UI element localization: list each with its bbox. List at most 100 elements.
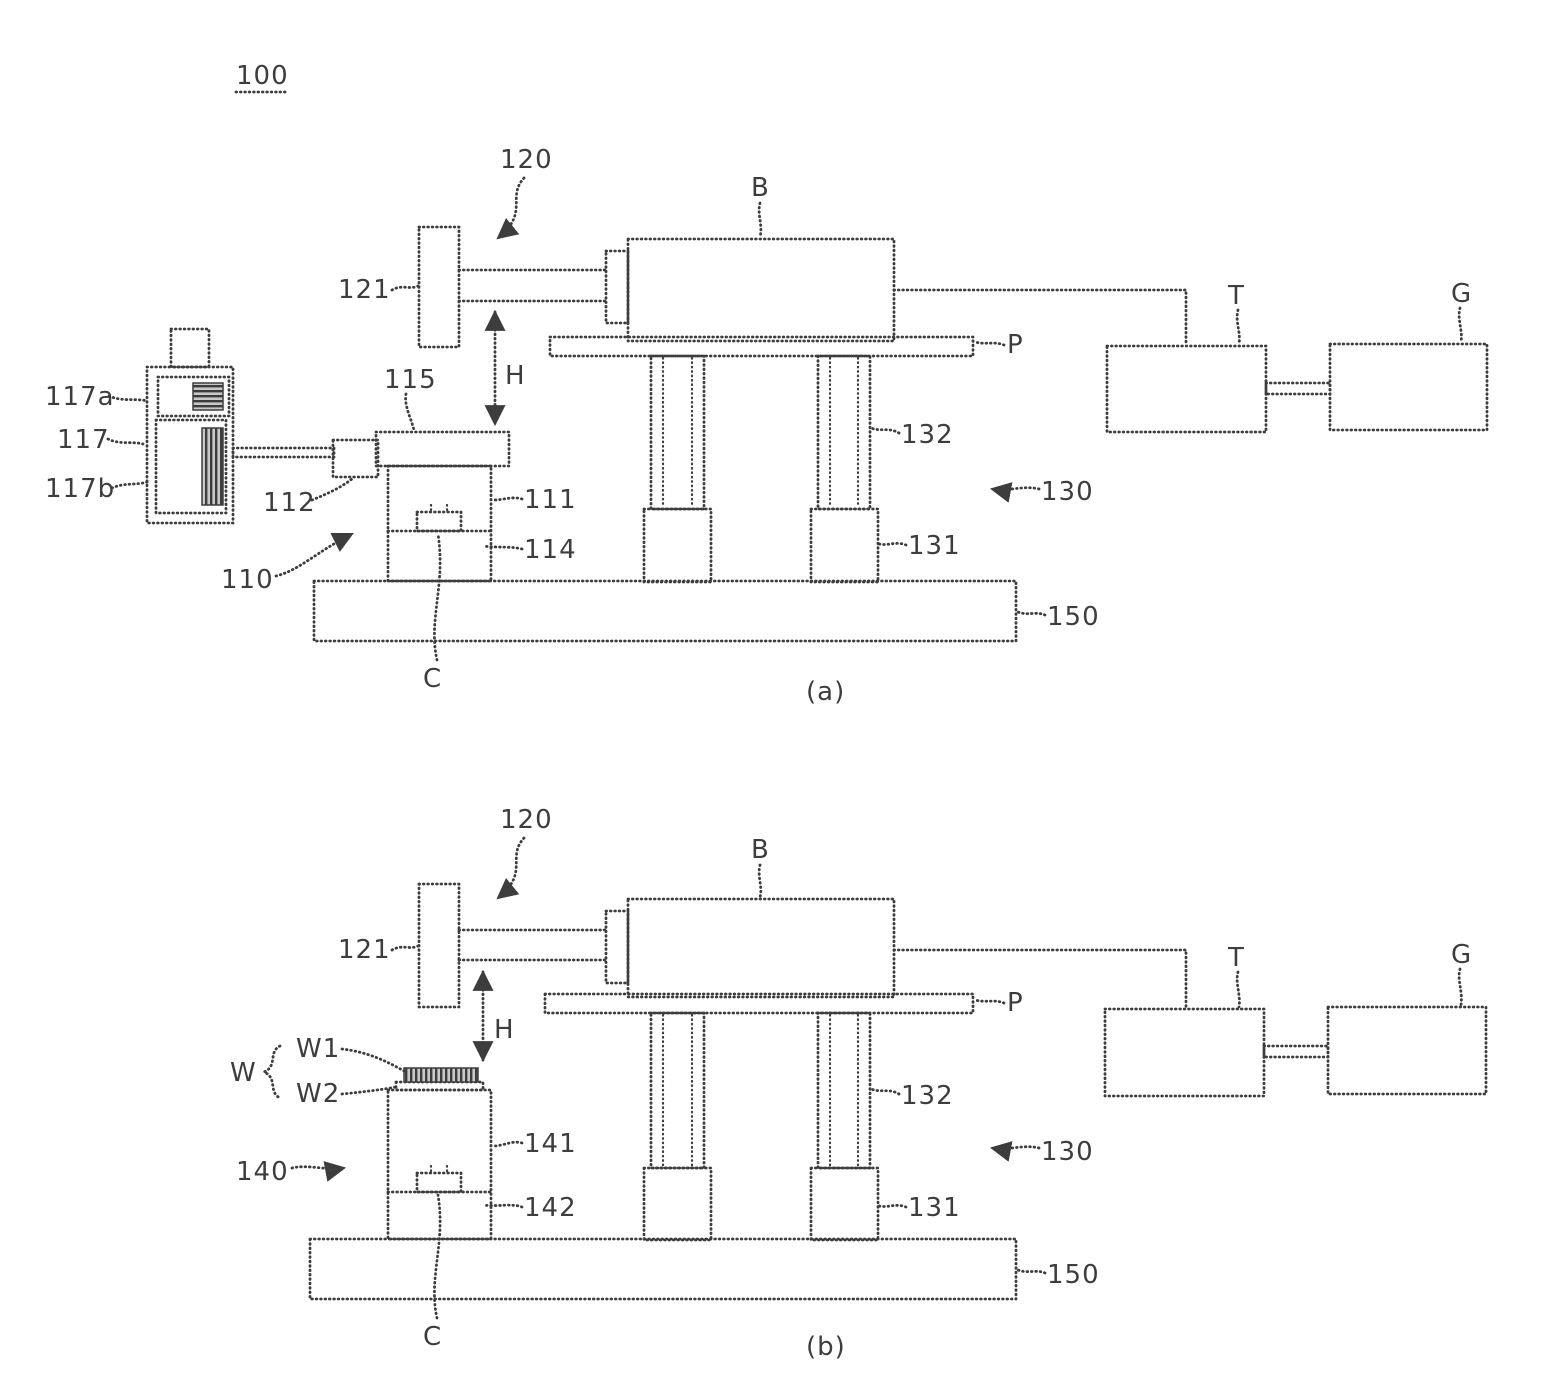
leader-T-b	[1235, 970, 1241, 1009]
base-150-a	[312, 579, 1018, 643]
label-121-a: 121	[338, 275, 391, 305]
leader-111	[491, 496, 524, 502]
label-114: 114	[524, 535, 577, 565]
wafer-layer-w1	[403, 1067, 479, 1083]
leader-121-b	[390, 944, 420, 952]
probe-rod-a	[231, 446, 336, 459]
label-117: 117	[57, 425, 110, 455]
leader-117a	[107, 394, 150, 403]
label-117a: 117a	[45, 382, 115, 412]
foot-left-131-a	[642, 507, 713, 584]
figure-title-100: 100	[236, 61, 289, 91]
label-B-b: B	[751, 835, 770, 865]
leader-W1	[340, 1047, 406, 1073]
label-G-a: G	[1451, 279, 1472, 309]
t-g-connector-b	[1262, 1044, 1330, 1059]
leader-112	[310, 477, 354, 502]
label-120-a: 120	[500, 145, 553, 175]
box-g-b	[1326, 1005, 1488, 1096]
leader-P-b	[973, 998, 1006, 1005]
t-g-connector-a	[1264, 381, 1332, 396]
label-150-b: 150	[1047, 1260, 1100, 1290]
chuck-142	[415, 1171, 463, 1194]
actuator-block-121-a	[417, 225, 461, 349]
leader-B-a	[757, 201, 763, 239]
label-P-a: P	[1007, 330, 1024, 360]
label-140: 140	[236, 1157, 289, 1187]
box-t-b	[1103, 1007, 1266, 1098]
foot-left-131-b	[642, 1166, 713, 1242]
arrow-110	[274, 532, 354, 578]
leader-115	[404, 392, 416, 432]
leader-121-a	[390, 284, 420, 292]
box-g-a	[1328, 342, 1489, 432]
head-connector-a	[604, 249, 630, 325]
device-117a-display	[156, 375, 231, 418]
leader-120-b	[496, 836, 526, 900]
device-117b-dark-element	[201, 427, 224, 506]
leader-132-b	[869, 1087, 901, 1096]
column-right-132-b	[816, 1011, 872, 1170]
label-W: W	[230, 1058, 257, 1088]
label-117b: 117b	[45, 474, 115, 504]
label-130-b: 130	[1041, 1137, 1094, 1167]
label-C-b: C	[423, 1322, 442, 1352]
arrow-140	[290, 1161, 347, 1182]
label-130-a: 130	[1041, 477, 1094, 507]
label-P-b: P	[1007, 988, 1024, 1018]
arrow-130-b	[989, 1141, 1041, 1162]
leader-114	[481, 544, 524, 551]
leader-132-a	[869, 426, 901, 435]
leader-C-a	[433, 532, 442, 662]
column-right-132-a	[816, 354, 872, 511]
caption-a: (a)	[806, 677, 845, 707]
wire-b-to-t-a	[892, 288, 1188, 346]
gauge-bar-115	[374, 430, 511, 468]
label-121-b: 121	[338, 935, 391, 965]
label-115: 115	[384, 365, 437, 395]
label-W2: W2	[296, 1079, 340, 1109]
column-left-132-b	[649, 1011, 706, 1170]
figure-a: 120 121 B T G P	[45, 145, 1489, 707]
label-111: 111	[524, 485, 577, 515]
leader-G-b	[1457, 967, 1463, 1007]
probe-tip-112	[331, 438, 380, 479]
leader-120-a	[496, 176, 526, 240]
wire-b-to-t-b	[892, 948, 1188, 1009]
head-connector-b	[604, 909, 630, 985]
label-H-b: H	[494, 1015, 515, 1045]
base-150-b	[308, 1237, 1018, 1301]
wafer-layer-w2	[394, 1080, 485, 1092]
leader-141	[491, 1140, 524, 1148]
leader-131-b	[877, 1204, 908, 1209]
leader-131-a	[877, 542, 908, 547]
label-G-b: G	[1451, 940, 1472, 970]
label-110: 110	[221, 565, 274, 595]
label-142: 142	[524, 1193, 577, 1223]
label-150-a: 150	[1047, 602, 1100, 632]
leader-T-a	[1235, 308, 1241, 346]
device-117-top-connector	[169, 327, 211, 369]
box-t-a	[1105, 344, 1268, 434]
label-C-a: C	[423, 664, 442, 694]
label-132-a: 132	[901, 420, 954, 450]
device-117a-dark-element	[192, 382, 224, 411]
leader-150-a	[1016, 610, 1047, 617]
label-120-b: 120	[500, 805, 553, 835]
caption-b: (b)	[806, 1332, 846, 1362]
label-H-a: H	[505, 361, 526, 391]
leader-117b	[110, 479, 152, 490]
leader-W2	[340, 1085, 398, 1096]
plate-p-b	[543, 992, 975, 1015]
leader-P-a	[973, 340, 1006, 347]
label-131-b: 131	[908, 1193, 961, 1223]
foot-right-131-a	[809, 507, 880, 584]
label-W1: W1	[296, 1034, 340, 1064]
head-body-b-a	[626, 237, 896, 343]
leader-150-b	[1016, 1268, 1047, 1275]
label-141: 141	[524, 1129, 577, 1159]
column-left-132-a	[649, 354, 706, 511]
leader-G-a	[1457, 306, 1463, 344]
